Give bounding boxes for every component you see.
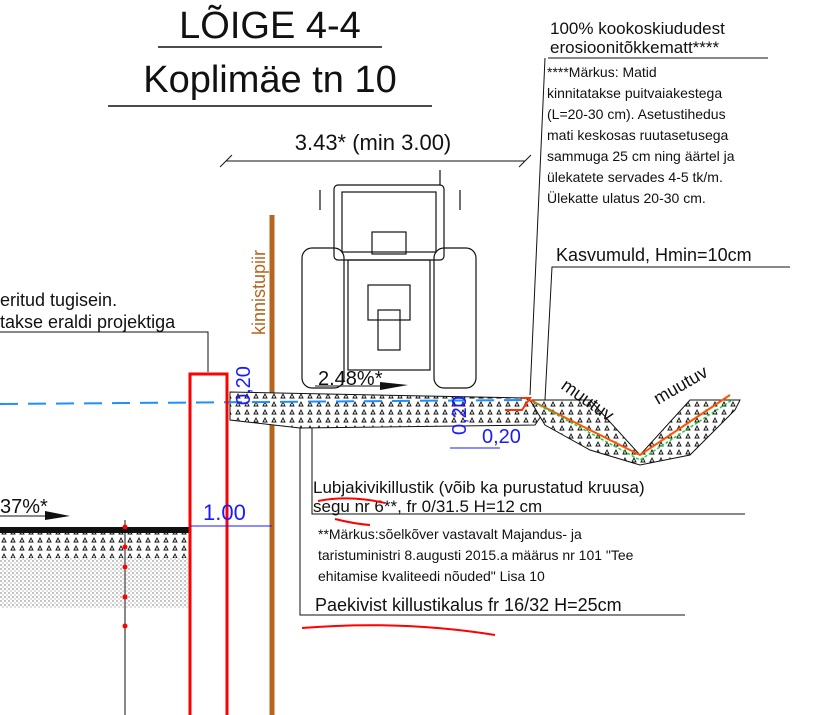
leader-line [0, 331, 209, 372]
layer1-line2: segu nr 6**, fr 0/31.5 H=12 cm [313, 497, 542, 516]
dimension-0-20-right: 0,20 [482, 426, 521, 448]
dimension-wall-offset: 1.00 [203, 500, 246, 525]
layer-note-1: **Märkus:sõelkõver vastavalt Majandus- j… [318, 526, 582, 542]
width-dimension: 3.43* (min 3.00) [295, 130, 452, 155]
left-subbase [0, 558, 190, 608]
property-line-label: kinnistupiir [249, 250, 269, 335]
edge-detail [505, 397, 532, 411]
erosion-mat [529, 394, 731, 457]
red-markup [301, 624, 496, 636]
topsoil-line [534, 399, 733, 461]
mat-leader [529, 57, 546, 396]
dimension-0-20-middle: 0,20 [449, 396, 471, 435]
topsoil-leader [544, 266, 790, 401]
svg-text:sammuga 25 cm ning äärtel ja: sammuga 25 cm ning äärtel ja [547, 148, 735, 164]
svg-text:Ülekatte ulatus 20-30 cm.: Ülekatte ulatus 20-30 cm. [547, 189, 706, 206]
layer2-label: Paekivist killustikalus fr 16/32 H=25cm [315, 595, 622, 615]
retaining-wall-line2: takse eraldi projektiga [0, 312, 176, 332]
slope-main-label: 2.48%* [318, 368, 383, 390]
mat-note: ****Märkus: Matid kinnitatakse puitvaiak… [547, 64, 735, 206]
tractor-illustration [301, 170, 477, 389]
retaining-wall [188, 372, 229, 715]
ditch-layer [529, 399, 741, 466]
design-level-line [0, 399, 526, 405]
mat-label-line2: erosioonitõkkematt**** [550, 38, 720, 57]
title-line2: Koplimäe tn 10 [143, 59, 397, 101]
layer-note-2: taristuministri 8.augusti 2015.a määrus … [318, 547, 634, 563]
layer1-leader [311, 428, 745, 515]
road-base-layer [229, 391, 546, 429]
layer2-leader [299, 428, 685, 616]
svg-text:ülekatete servades 4-5 tk/m.: ülekatete servades 4-5 tk/m. [547, 169, 723, 185]
layer-note-3: ehitamise kvaliteedi nõuded" Lisa 10 [318, 568, 545, 584]
mat-label-line1: 100% kookoskiududest [550, 19, 725, 38]
red-markup [334, 518, 371, 526]
left-base [0, 533, 190, 558]
dimension-0-20-left: 0,20 [233, 366, 255, 405]
retaining-wall-line1: eritud tugisein. [0, 290, 117, 310]
red-markup [317, 497, 386, 504]
svg-text:(L=20-30 cm). Asetustihedus: (L=20-30 cm). Asetustihedus [547, 106, 726, 122]
svg-text:mati keskosas ruutasetusega: mati keskosas ruutasetusega [547, 127, 729, 143]
svg-text:kinnitatakse puitvaiakestega: kinnitatakse puitvaiakestega [547, 85, 722, 101]
slope-left-label: 37%* [0, 496, 48, 518]
svg-text:****Märkus: Matid: ****Märkus: Matid [547, 64, 657, 80]
left-asphalt [0, 527, 190, 533]
topsoil-label: Kasvumuld, Hmin=10cm [556, 245, 752, 265]
title-line1: LÕIGE 4-4 [179, 3, 361, 47]
layer1-line1: Lubjakivikillustik (võib ka purustatud k… [313, 478, 645, 497]
